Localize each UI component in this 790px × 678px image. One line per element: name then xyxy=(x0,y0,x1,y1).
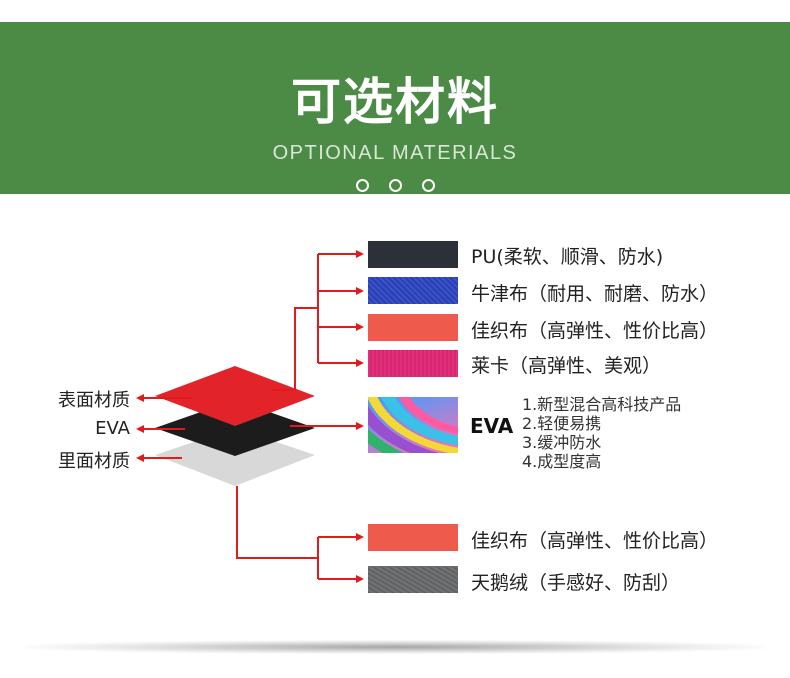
eva-feature: 2.轻便易携 xyxy=(522,414,602,433)
eva-feature: 3.缓冲防水 xyxy=(522,433,602,452)
lining-layer xyxy=(155,428,315,486)
lining-layer-label: 里面材质 xyxy=(58,451,130,472)
pu-label: PU(柔软、顺滑、防水) xyxy=(471,246,664,268)
eva-title: EVA xyxy=(470,414,514,438)
page-subtitle: OPTIONAL MATERIALS xyxy=(272,142,518,164)
eva-layer xyxy=(155,400,315,456)
lycra-swatch xyxy=(368,350,458,377)
circle-icon xyxy=(388,179,402,192)
surface-arrows xyxy=(272,250,364,391)
lining-knit-fabric-swatch xyxy=(368,524,458,551)
knit-fabric-label: 佳织布（高弹性、性价比高） xyxy=(471,320,719,342)
lycra-label: 莱卡（高弹性、美观） xyxy=(471,355,662,377)
side-arrows xyxy=(136,394,192,462)
decorative-dots xyxy=(0,177,790,196)
header-banner: 可选材料 OPTIONAL MATERIALS xyxy=(0,22,790,194)
bottom-shadow xyxy=(25,640,765,654)
eva-feature: 4.成型度高 xyxy=(522,452,602,471)
knit-fabric-swatch xyxy=(368,314,458,341)
circle-icon xyxy=(421,179,435,192)
eva-layer-label: EVA xyxy=(95,418,130,439)
surface-layer-label: 表面材质 xyxy=(58,390,130,411)
velvet-label: 天鹅绒（手感好、防刮） xyxy=(471,572,681,594)
pu-swatch xyxy=(368,241,458,268)
eva-feature: 1.新型混合高科技产品 xyxy=(522,395,682,414)
page-title: 可选材料 xyxy=(291,73,499,131)
surface-layer xyxy=(155,366,315,426)
circle-icon xyxy=(355,179,369,192)
oxford-label: 牛津布（耐用、耐磨、防水） xyxy=(471,283,719,305)
lining-knit-fabric-label: 佳织布（高弹性、性价比高） xyxy=(471,530,719,552)
velvet-swatch xyxy=(368,566,458,593)
eva-feature-list: 1.新型混合高科技产品 2.轻便易携 3.缓冲防水 4.成型度高 xyxy=(522,395,681,471)
eva-swatch xyxy=(368,397,458,453)
oxford-swatch xyxy=(368,277,458,304)
lining-arrows xyxy=(236,486,364,583)
